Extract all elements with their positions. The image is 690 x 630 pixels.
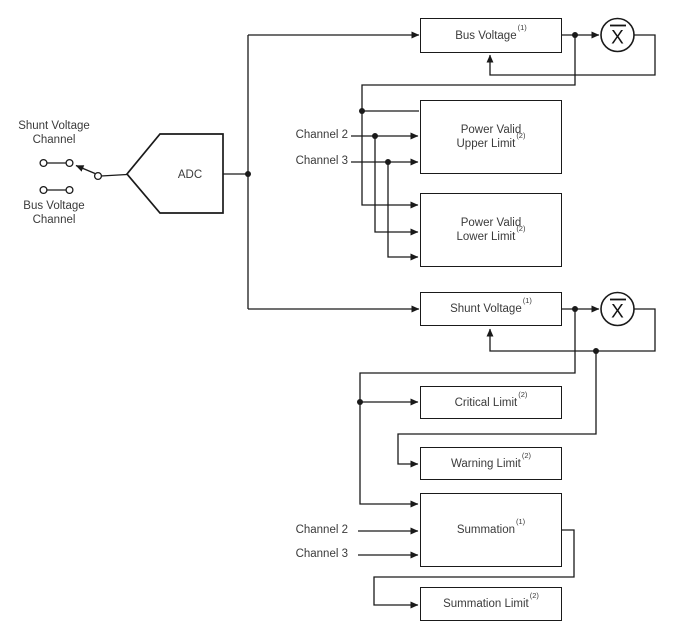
note-ref: (2) — [516, 224, 526, 234]
wire-pole-to-adc — [100, 173, 128, 177]
channel2-lower-label: Channel 2 — [295, 524, 348, 536]
junction-dot — [385, 159, 391, 165]
bus-channel-label-line1: Bus Voltage — [23, 200, 85, 212]
bus-channel-label: Bus Voltage Channel — [4, 200, 104, 227]
block-summation-limit: Summation Limit(2) — [420, 587, 562, 621]
wire-busval-to-pv-lower — [361, 111, 419, 209]
wire-ch2-upper-branch — [374, 136, 419, 236]
junction-dot — [572, 32, 578, 38]
bus-channel-label-line2: Channel — [32, 213, 76, 226]
block-label-line1: Power Valid — [460, 217, 522, 229]
mean-symbol-shunt: X — [600, 291, 635, 327]
adc-label: ADC — [178, 169, 202, 181]
note-ref: (1) — [516, 517, 526, 527]
block-bus-voltage: Bus Voltage(1) — [420, 18, 562, 53]
note-ref: (1) — [522, 296, 532, 306]
wire-summation-to-limit — [373, 529, 575, 609]
mean-letter: X — [611, 28, 624, 49]
block-warning-limit: Warning Limit(2) — [420, 447, 562, 480]
block-power-valid-upper-limit: Power Valid Upper Limit(2) — [420, 100, 562, 174]
block-label-line2: Lower Limit(2) — [456, 224, 526, 243]
mean-symbol-bus: X — [600, 17, 635, 53]
wire-mean2-feedback — [486, 308, 656, 352]
switch-contact-bus-left — [39, 185, 48, 195]
switch-pole — [93, 171, 103, 181]
switch-contact-shunt-right — [65, 158, 74, 168]
block-label: Critical Limit(2) — [454, 389, 528, 409]
switch-contact-bus-right — [65, 185, 74, 195]
mean-circle-icon — [600, 291, 635, 327]
note-ref: (2) — [518, 389, 528, 399]
junction-dot — [359, 108, 365, 114]
shunt-channel-label: Shunt Voltage Channel — [4, 120, 104, 147]
block-label-line2: Upper Limit(2) — [456, 131, 526, 150]
channel3-upper-label: Channel 3 — [295, 155, 348, 167]
note-ref: (2) — [521, 450, 532, 460]
wire-mean1-feedback — [486, 34, 656, 76]
channel2-upper-label: Channel 2 — [295, 129, 348, 141]
junction-dot — [372, 133, 378, 139]
block-summation: Summation(1) — [420, 493, 562, 567]
wire-shunt-tap — [359, 309, 576, 508]
note-ref: (2) — [516, 131, 526, 141]
wire-ch3-upper-branch — [387, 162, 419, 261]
shunt-channel-label-line1: Shunt Voltage — [18, 120, 90, 132]
block-critical-limit: Critical Limit(2) — [420, 386, 562, 419]
adc-symbol: ADC — [125, 133, 224, 214]
channel3-lower-label: Channel 3 — [295, 548, 348, 560]
switch-contact-shunt-left — [39, 158, 48, 168]
block-label-line1: Power Valid — [460, 124, 522, 136]
block-label: Bus Voltage(1) — [455, 22, 527, 42]
junction-dot — [572, 306, 578, 312]
junction-dots — [245, 32, 599, 405]
block-power-valid-lower-limit: Power Valid Lower Limit(2) — [420, 193, 562, 267]
wires — [39, 31, 656, 609]
block-shunt-voltage: Shunt Voltage(1) — [420, 292, 562, 326]
junction-dot — [245, 171, 251, 177]
note-ref: (1) — [517, 22, 527, 32]
block-label: Shunt Voltage(1) — [450, 296, 532, 315]
wire-to-warning-limit — [397, 351, 597, 468]
block-label: Summation(1) — [456, 517, 526, 536]
switch-arm — [75, 164, 96, 175]
mean-letter: X — [611, 302, 624, 323]
note-ref: (2) — [529, 591, 539, 601]
junction-dot — [357, 399, 363, 405]
mean-circle-icon — [600, 17, 635, 53]
block-label: Summation Limit(2) — [443, 591, 539, 610]
wire-bus-tap — [361, 35, 576, 111]
shunt-channel-label-line2: Channel — [32, 133, 76, 146]
adc-shape — [125, 133, 224, 214]
block-label: Warning Limit(2) — [450, 450, 532, 470]
junction-dot — [593, 348, 599, 354]
